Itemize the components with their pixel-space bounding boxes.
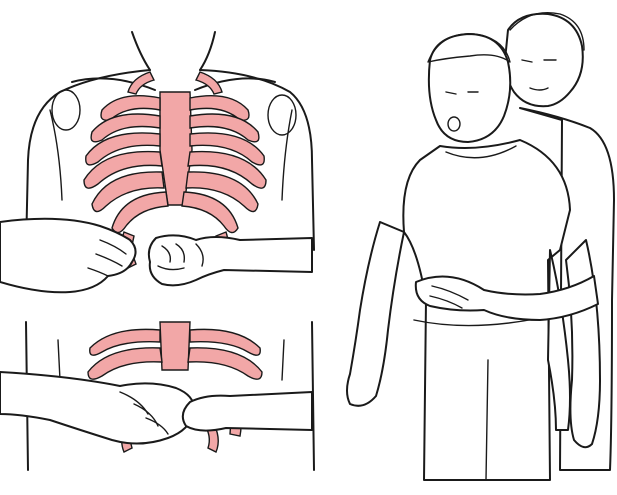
victim-left-arm — [347, 222, 404, 406]
arm-crease-right — [282, 110, 292, 200]
rib-top-left — [128, 72, 154, 94]
sternum-lower — [160, 322, 190, 370]
rib-right-6 — [182, 192, 238, 233]
torso2-crease-right — [282, 340, 284, 380]
panel-ribcage-hand-over-fist — [0, 322, 314, 470]
panel-torso-ribcage-fist — [0, 32, 314, 292]
clasped-hands — [0, 372, 312, 444]
rib-top-right — [196, 72, 222, 94]
fist-body — [149, 235, 312, 285]
fist-right — [149, 235, 312, 285]
torso2-crease-left — [58, 340, 60, 380]
neck-right-line — [200, 32, 215, 70]
panel-abdominal-thrust — [347, 13, 614, 480]
forearm-right — [183, 392, 312, 431]
shoulder-joint-right — [268, 95, 296, 135]
hand-over-fist — [0, 372, 194, 444]
shoulder-joint-left — [52, 90, 80, 130]
victim-head — [429, 34, 510, 142]
neck-left-line — [132, 32, 150, 70]
rib-left-6 — [112, 192, 168, 233]
